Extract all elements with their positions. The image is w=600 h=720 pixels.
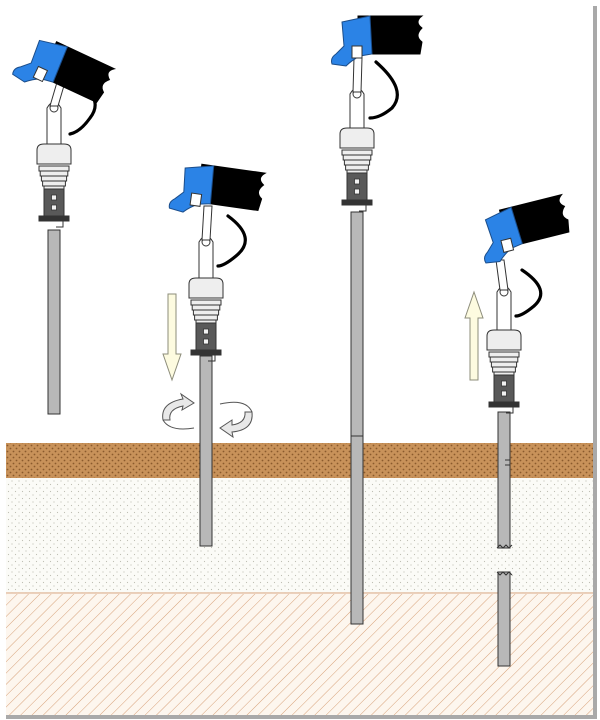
power-cable xyxy=(216,214,247,268)
clamp-rib xyxy=(192,309,220,316)
drill-rod xyxy=(350,211,364,625)
stage-attach xyxy=(12,39,117,415)
coupling-hole xyxy=(501,380,507,387)
clamp-housing xyxy=(486,329,522,351)
clamp-rib xyxy=(194,314,218,321)
flange-latch xyxy=(359,204,367,212)
clamp-rib xyxy=(191,304,221,311)
power-cable xyxy=(514,268,543,318)
soil-crust-layer xyxy=(6,443,593,478)
motor-head xyxy=(331,15,424,67)
coupling-flange xyxy=(38,215,70,222)
clamp-rib xyxy=(341,149,373,156)
soil-base-layer xyxy=(6,594,593,715)
drill-rod xyxy=(497,571,511,667)
drill-rod xyxy=(199,355,213,547)
clamp-housing xyxy=(188,277,224,299)
rod-coupling xyxy=(346,171,368,201)
rod-coupling xyxy=(493,373,515,403)
rotation-arc xyxy=(219,401,253,413)
motor-socket xyxy=(351,45,363,59)
motor-head xyxy=(484,193,570,264)
clamp-rib xyxy=(42,180,66,187)
clamp-neck xyxy=(43,185,65,190)
rod-break-mark xyxy=(496,544,513,549)
rod-notch xyxy=(505,459,511,466)
coupling-flange xyxy=(190,349,222,356)
clamp-rib xyxy=(488,351,520,358)
clamp-rib xyxy=(38,165,70,172)
rotation-arrow-left xyxy=(162,392,195,421)
rotation-arrow-right xyxy=(219,411,253,439)
clamp-rib xyxy=(490,361,518,368)
coupling-hole xyxy=(501,390,507,397)
coupling-hole xyxy=(51,204,57,211)
motor-socket xyxy=(32,65,49,83)
clamp-neck xyxy=(493,371,515,376)
coupling-hole xyxy=(354,178,360,185)
motor-socket xyxy=(500,237,515,253)
coupling-hole xyxy=(203,328,209,335)
coupling-hole xyxy=(354,188,360,195)
clamp-rib xyxy=(343,159,371,166)
coupling-hole xyxy=(203,338,209,345)
flange-latch xyxy=(506,406,514,414)
clamp-housing xyxy=(339,127,375,149)
clamp-rib xyxy=(492,366,516,373)
motor-head xyxy=(168,163,267,213)
stage-extended xyxy=(331,15,424,625)
clamp-rib xyxy=(190,299,222,306)
drill-rod xyxy=(47,229,61,415)
linkage-bar xyxy=(352,57,363,93)
clamp-neck xyxy=(346,169,368,174)
drill-rod xyxy=(497,411,511,549)
coupling-flange xyxy=(488,401,520,408)
rod-coupling xyxy=(43,187,65,217)
clamp-rib xyxy=(40,175,68,182)
rod-break-mark xyxy=(496,571,513,576)
clamp-rib xyxy=(489,356,519,363)
clamp-rib xyxy=(39,170,69,177)
power-cable xyxy=(368,60,399,120)
rotation-arc xyxy=(162,419,195,430)
flange-latch xyxy=(208,354,216,362)
coupling-hole xyxy=(51,194,57,201)
soil-sand-layer xyxy=(6,478,593,593)
flange-latch xyxy=(56,220,64,228)
rod-coupling xyxy=(195,321,217,351)
motor-body xyxy=(357,15,424,55)
frame-shadow-right xyxy=(593,6,597,718)
clamp-rib xyxy=(345,164,369,171)
motion-indicators xyxy=(162,290,484,439)
down-arrow xyxy=(162,293,182,382)
clamp-housing xyxy=(36,143,72,165)
linkage-bar xyxy=(201,205,213,241)
motor-socket xyxy=(189,192,203,207)
coupling-flange xyxy=(341,199,373,206)
stage-extract xyxy=(484,193,570,667)
stage-drive xyxy=(168,163,267,547)
linkage-bar xyxy=(495,259,509,291)
clamp-neck xyxy=(195,319,217,324)
up-arrow xyxy=(464,290,484,381)
frame-shadow-bottom xyxy=(6,715,597,719)
motor-head xyxy=(12,39,117,104)
motor-body xyxy=(195,163,267,212)
clamp-rib xyxy=(342,154,372,161)
